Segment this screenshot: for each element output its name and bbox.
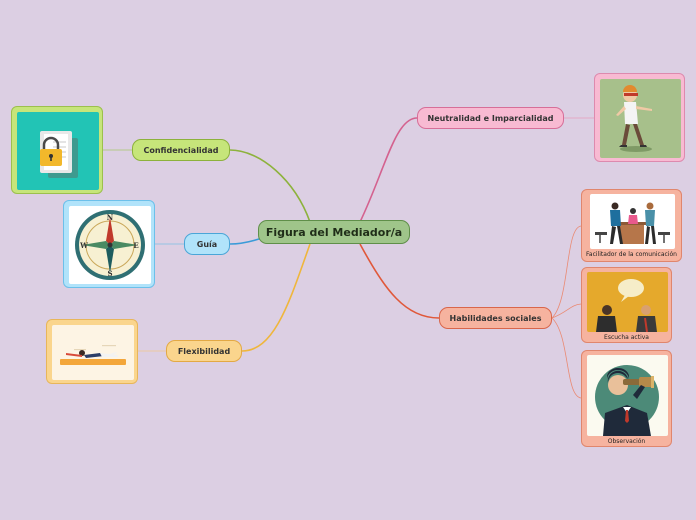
subtopic-card-observacion[interactable]: Observación	[581, 350, 672, 447]
topic-confidencialidad[interactable]: Confidencialidad	[132, 139, 230, 161]
topic-confidencialidad-label: Confidencialidad	[143, 145, 219, 155]
subtopic-card-facilitador[interactable]: Facilitador de la comunicación	[581, 189, 682, 262]
connector-habilidades-child1	[551, 225, 582, 319]
connector-guia	[229, 237, 263, 245]
compass-west-label: W	[79, 241, 88, 250]
central-topic-label: Figura del Mediador/a	[265, 225, 403, 239]
speech-bubble-people-icon	[596, 279, 657, 332]
image-card-neutralidad[interactable]	[594, 73, 685, 162]
compass-icon: N S E W	[75, 210, 145, 280]
subtopic-caption-facilitador: Facilitador de la comunicación	[586, 251, 677, 258]
connector-neutralidad	[359, 117, 418, 223]
subtopic-card-escucha[interactable]: Escucha activa	[581, 267, 672, 343]
image-card-guia[interactable]: N S E W	[63, 200, 155, 288]
topic-habilidades[interactable]: Habilidades sociales	[439, 307, 552, 329]
binoculars-person-icon	[595, 365, 659, 436]
compass-south-label: S	[107, 269, 112, 278]
compass-north-label: N	[107, 213, 114, 222]
connector-flexibilidad	[241, 243, 311, 352]
connector-confidencialidad	[229, 149, 311, 223]
topic-neutralidad[interactable]: Neutralidad e Imparcialidad	[417, 107, 564, 129]
topic-guia-label: Guía	[196, 239, 218, 249]
compass-east-label: E	[133, 241, 138, 250]
connector-habilidades-child2	[551, 303, 582, 319]
image-card-confidencialidad[interactable]	[11, 106, 103, 194]
lock-document-icon	[40, 131, 78, 178]
topic-guia[interactable]: Guía	[184, 233, 230, 255]
topic-flexibilidad-label: Flexibilidad	[177, 346, 231, 356]
subtopic-caption-escucha: Escucha activa	[604, 334, 649, 341]
topic-habilidades-label: Habilidades sociales	[449, 313, 542, 323]
blindfolded-person-icon	[616, 85, 652, 152]
connector-habilidades	[359, 243, 440, 319]
topic-flexibilidad[interactable]: Flexibilidad	[166, 340, 242, 362]
topic-neutralidad-label: Neutralidad e Imparcialidad	[427, 113, 554, 123]
image-card-flexibilidad[interactable]	[46, 319, 138, 384]
connector-habilidades-child3	[551, 317, 582, 399]
central-topic[interactable]: Figura del Mediador/a	[258, 220, 410, 244]
stretching-person-icon	[60, 345, 126, 365]
meeting-people-icon	[595, 202, 670, 244]
subtopic-caption-observacion: Observación	[607, 438, 646, 445]
